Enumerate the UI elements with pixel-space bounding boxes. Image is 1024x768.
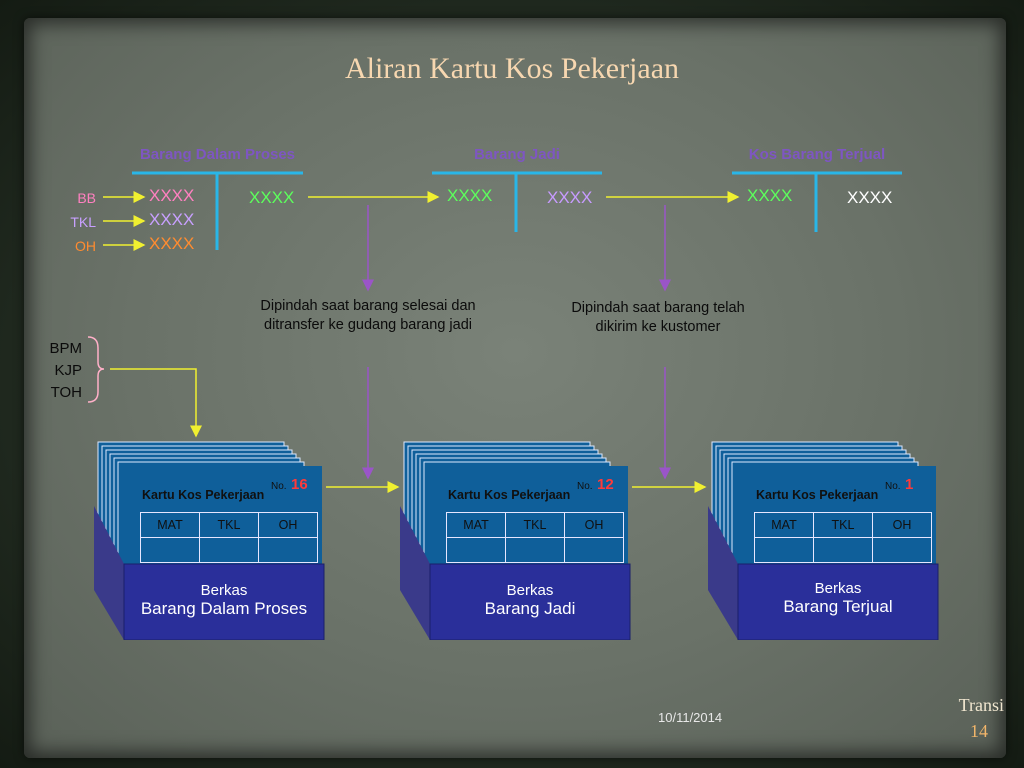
note-transfer-sold: Dipindah saat barang telah dikirim ke ku… [571,300,745,335]
account-title-bj: Barang Jadi [474,146,560,163]
column-mat: MAT [754,512,814,538]
file-label-berkas: Berkas [506,582,554,599]
column-mat: MAT [140,512,200,538]
card-cost-table: MAT TKL OH [140,512,318,563]
card-number: No. 16 [271,476,308,494]
note-transfer-finished: Dipindah saat barang selesai dan ditrans… [260,298,476,333]
bj-credit: XXXX [547,188,593,207]
file-label: Berkas Barang Terjual [738,580,938,617]
bj-debit: XXXX [447,186,493,205]
file-label-berkas: Berkas [814,580,862,597]
card-title: Kartu Kos Pekerjaan [142,488,265,502]
kbt-credit: XXXX [847,188,893,207]
t-account-barang-jadi [432,171,602,232]
bdp-debit-bb: XXXX [149,186,195,205]
document-toh: TOH [50,384,82,401]
column-oh: OH [564,512,624,538]
tkl-label: TKL [70,214,96,230]
column-oh: OH [872,512,932,538]
file-label-name: Barang Terjual [783,597,893,616]
file-label: Berkas Barang Dalam Proses [124,582,324,619]
t-account-kos-barang-terjual [732,171,902,232]
column-tkl: TKL [505,512,565,538]
card-number-value: 1 [905,476,914,493]
column-mat: MAT [446,512,506,538]
card-number-label: No. [271,481,287,492]
file-box-bdp: Kartu Kos Pekerjaan No. 16 MAT TKL OH Be… [94,440,326,640]
page-number: 14 [970,721,988,741]
bdp-debit-oh: XXXX [149,234,195,253]
bb-label: BB [77,190,96,206]
file-label-name: Barang Dalam Proses [140,599,308,618]
bdp-debit-tkl: XXXX [149,210,195,229]
card-number-label: No. [885,481,901,492]
footer-date: 10/11/2014 [658,710,723,725]
card-number: No. 12 [577,476,614,494]
documents-brace [87,336,105,403]
account-title-bdp: Barang Dalam Proses [139,146,296,163]
file-box-bj: Kartu Kos Pekerjaan No. 12 MAT TKL OH Be… [400,440,632,640]
bdp-credit: XXXX [249,188,295,207]
column-tkl: TKL [199,512,259,538]
footer-label: Transi [958,695,1004,715]
documents-arrow [110,368,202,438]
file-box-kbt: Kartu Kos Pekerjaan No. 1 MAT TKL OH Ber… [708,440,940,640]
column-oh: OH [258,512,318,538]
kbt-debit: XXXX [747,186,793,205]
card-title: Kartu Kos Pekerjaan [756,488,879,502]
file-label-berkas: Berkas [200,582,248,599]
card-cost-table: MAT TKL OH [754,512,932,563]
account-title-kbt: Kos Barang Terjual [748,146,886,163]
documents-list: BPM KJP TOH [20,338,82,404]
file-label: Berkas Barang Jadi [430,582,630,619]
document-bpm: BPM [49,340,82,357]
card-title: Kartu Kos Pekerjaan [448,488,571,502]
card-number-value: 12 [597,476,614,493]
column-tkl: TKL [813,512,873,538]
card-number-value: 16 [291,476,308,493]
oh-label: OH [75,238,96,254]
file-label-name: Barang Jadi [484,599,576,618]
card-number: No. 1 [885,476,913,494]
slide-title: Aliran Kartu Kos Pekerjaan [344,52,680,85]
card-cost-table: MAT TKL OH [446,512,624,563]
document-kjp: KJP [54,362,82,379]
t-account-barang-dalam-proses [132,171,303,250]
card-number-label: No. [577,481,593,492]
